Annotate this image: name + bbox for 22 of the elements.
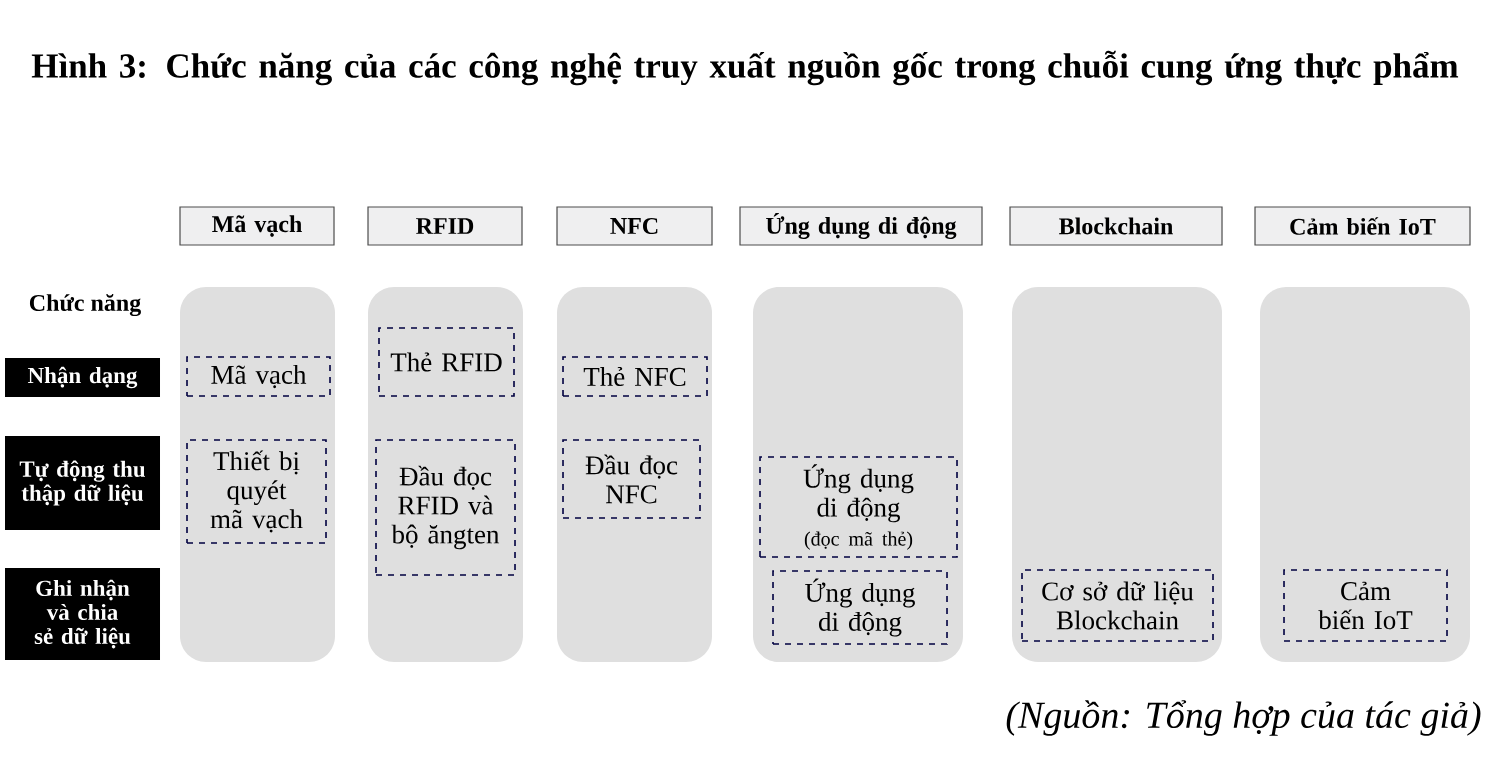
dashed-box: Thiết bị quyét mã vạch xyxy=(186,439,327,544)
dashed-box: Ứng dụng di động (đọc mã thẻ) xyxy=(759,456,958,558)
row-label: Ghi nhận và chia sẻ dữ liệu xyxy=(5,568,160,660)
dashed-box: Cơ sở dữ liệu Blockchain xyxy=(1021,569,1214,642)
column-header: Ứng dụng di động xyxy=(739,206,983,246)
title: Hình 3: Chức năng của các công nghệ truy xuất nguồn gốc trong chuỗi cung ứng thực phẩm xyxy=(31,50,1459,86)
row-label: Tự động thu thập dữ liệu xyxy=(5,436,160,530)
row-label: Nhận dạng xyxy=(5,358,160,397)
column-header: RFID xyxy=(367,206,523,246)
dashed-box: Thẻ NFC xyxy=(562,356,708,397)
row-heading: Chức năng xyxy=(29,293,141,317)
column-header: Cảm biến IoT xyxy=(1254,206,1471,246)
source-note: (Nguồn: Tổng hợp của tác giả) xyxy=(1006,700,1481,736)
dashed-box: Thẻ RFID xyxy=(378,327,515,397)
column-header: NFC xyxy=(556,206,713,246)
dashed-box: Đầu đọc NFC xyxy=(562,439,701,519)
dashed-box: Đầu đọc RFID và bộ ăngten xyxy=(375,439,516,576)
dashed-box: Cảm biến IoT xyxy=(1283,569,1448,642)
dashed-box: Ứng dụng di động xyxy=(772,570,948,645)
column-header: Mã vạch xyxy=(179,206,335,246)
column-header: Blockchain xyxy=(1009,206,1223,246)
dashed-box: Mã vạch xyxy=(186,356,331,397)
